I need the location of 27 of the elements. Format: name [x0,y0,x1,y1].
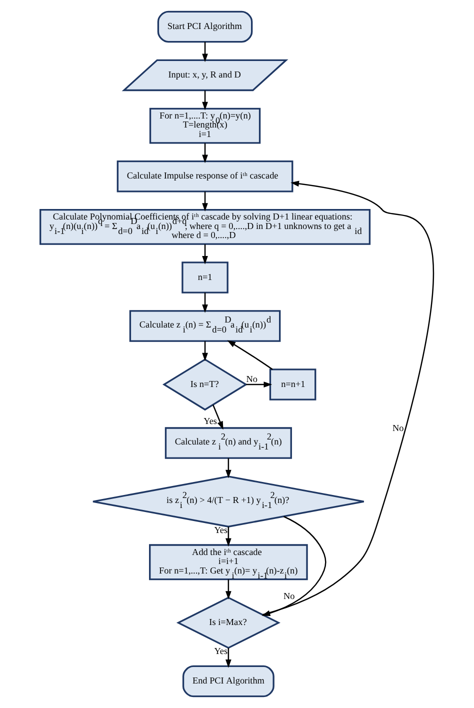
node-box: n=1 [182,262,228,294]
arrow [202,192,208,212]
arrow [226,579,232,600]
edge-label: Yes [214,525,228,536]
arrow [226,458,232,478]
arrow [202,143,208,164]
node-box: End PCI Algorithm [182,665,274,698]
arrow [202,341,208,362]
arrow [227,340,273,370]
arrow [226,648,232,668]
arrow [212,404,224,430]
arrow [202,244,208,264]
node-box: Start PCI Algorithm [157,10,253,43]
arrow [226,526,232,547]
arrow [202,90,208,110]
node-diamond: Is i=Max? [176,596,280,649]
edge-label: Yes [204,416,218,426]
node-box: Calculate Impulse response of iᵗʰ cascade [116,160,294,192]
node-box: n=n+1 [269,368,316,400]
edge-label: No [246,374,258,384]
edge-label: Yes [214,646,228,656]
arrow [246,382,272,388]
edge-label: No [392,422,404,433]
arrow [202,292,208,313]
edge-label: No [283,591,295,602]
node-diamond: Is n=T? [162,358,248,411]
arrow [202,42,208,62]
